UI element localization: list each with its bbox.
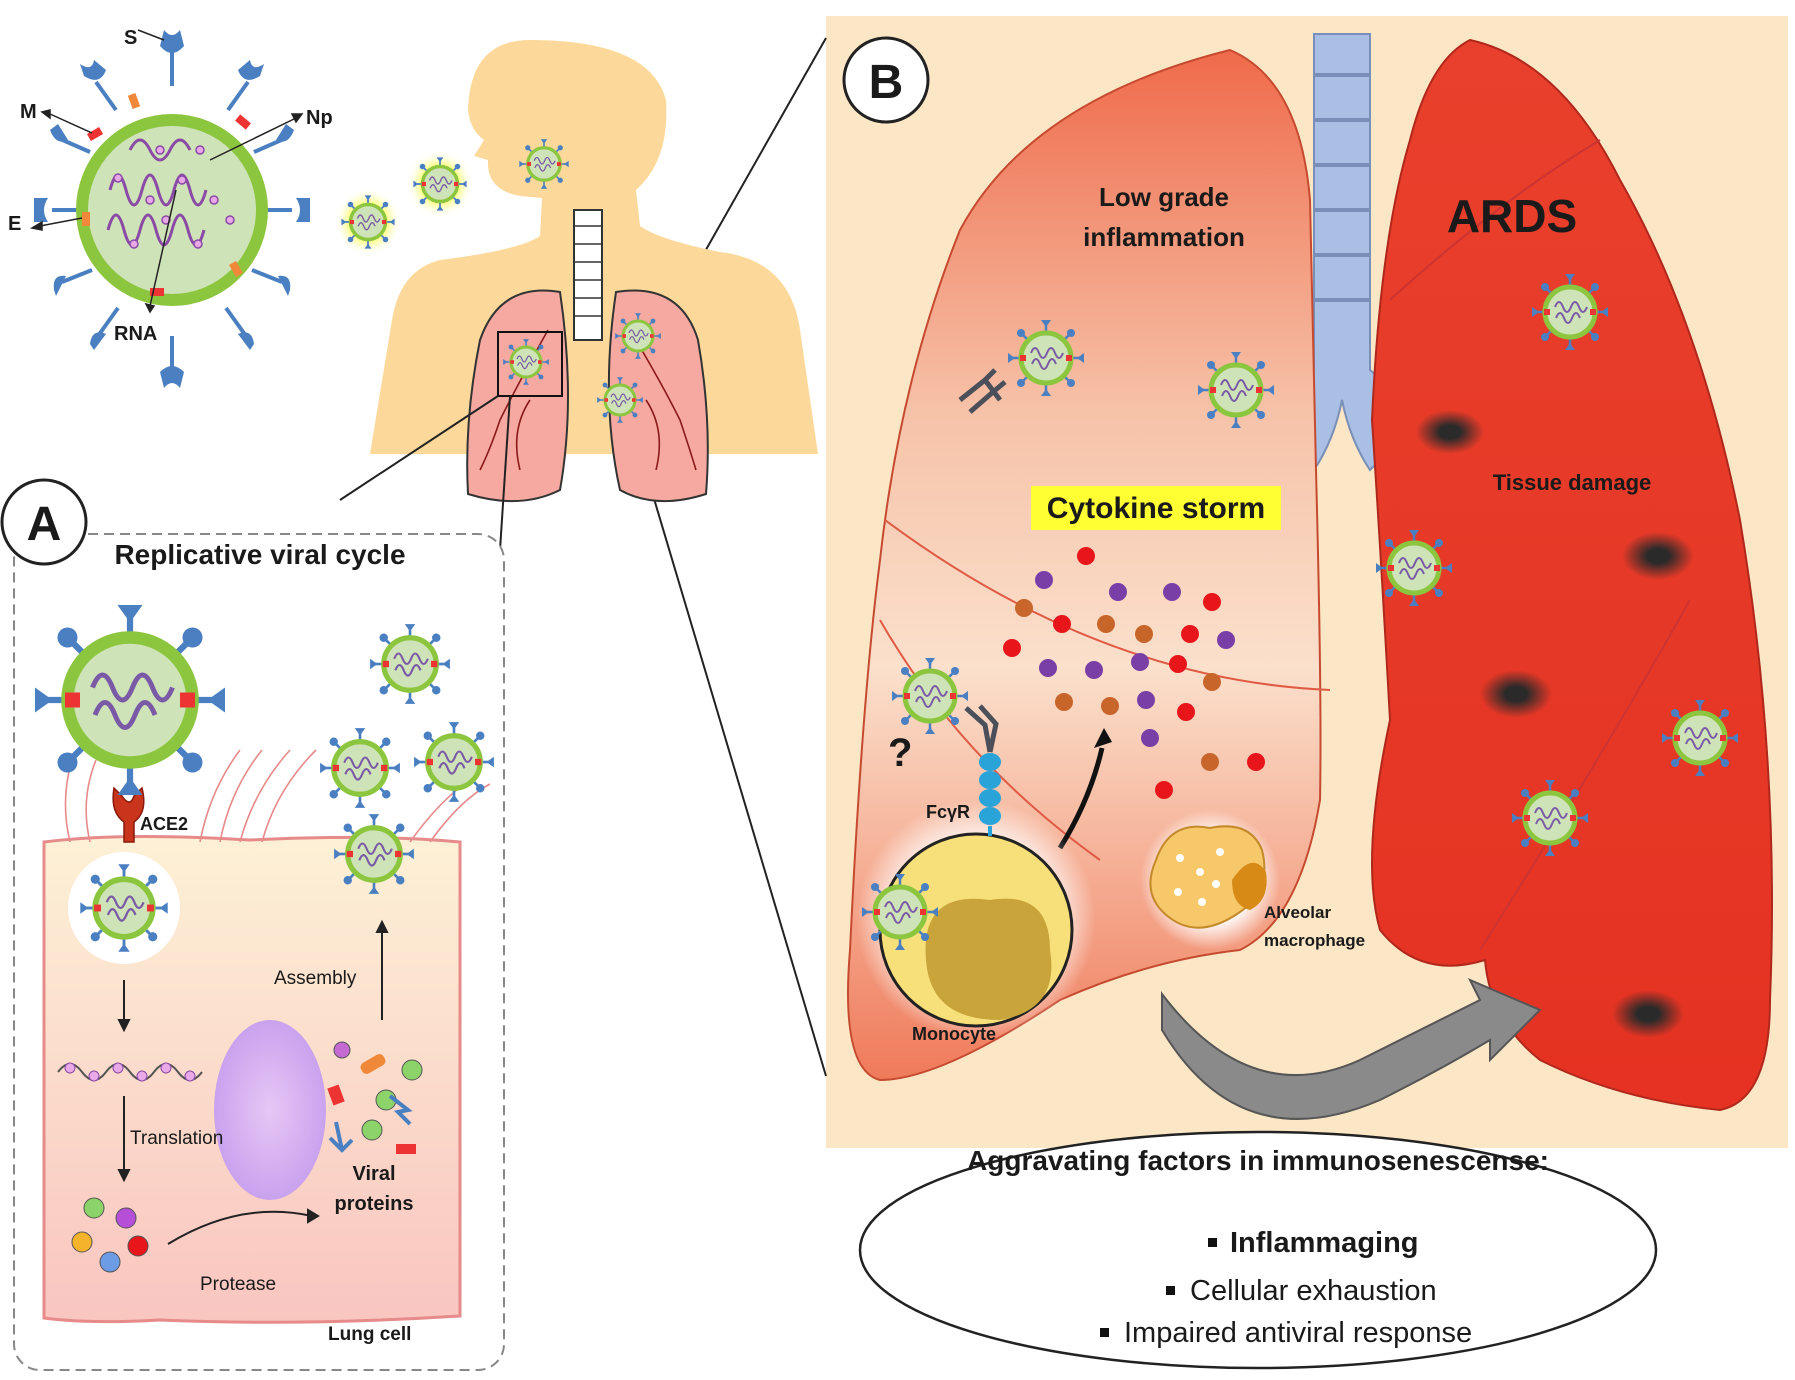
released-virus	[320, 728, 400, 808]
right-lung	[1370, 38, 1773, 1112]
exhaled-virus	[411, 155, 469, 213]
alveolar-label-2: macrophage	[1264, 931, 1365, 950]
virus-particle	[1376, 530, 1452, 606]
cytokine-storm-label: Cytokine storm	[1047, 492, 1265, 525]
tissue-damage-spot	[1612, 990, 1684, 1038]
cytokine-cloud	[1003, 547, 1265, 799]
macrophage-granules	[1174, 848, 1224, 906]
released-virus	[414, 722, 494, 802]
virus-particle	[1662, 700, 1738, 776]
virion-label-m: M	[20, 101, 37, 123]
virus-particle	[1512, 780, 1588, 856]
virion-label-np: Np	[306, 107, 333, 129]
tissue-damage-label: Tissue damage	[1493, 470, 1652, 495]
virion-diagram	[29, 29, 310, 388]
zoom-line-bottom	[651, 491, 827, 1077]
monocyte-label: Monocyte	[912, 1024, 996, 1044]
body-trachea	[573, 209, 603, 341]
virion-label-rna: RNA	[114, 323, 157, 345]
tissue-damage-spot	[1480, 670, 1552, 718]
bullet	[1100, 1328, 1109, 1337]
translation-label: Translation	[130, 1128, 223, 1149]
left-lung-fissure	[884, 519, 1331, 691]
virus-particle	[892, 658, 968, 734]
bullet	[1166, 1286, 1175, 1295]
virus-particle	[1008, 320, 1084, 396]
question-mark: ?	[888, 731, 912, 775]
lung-virus	[501, 337, 551, 387]
exhaled-virus	[339, 193, 397, 251]
assembly-label: Assembly	[274, 968, 357, 989]
panel-a-badge	[0, 478, 88, 566]
panel-b-badge	[842, 36, 930, 124]
ards-label: ARDS	[1447, 190, 1577, 242]
virion-label-e: E	[8, 213, 21, 235]
fcyr-label: FcγR	[926, 802, 970, 822]
viral-protein-pieces	[327, 1041, 423, 1154]
macrophage-nucleus	[1232, 862, 1267, 910]
cycle-arrows	[117, 919, 389, 1245]
inhaled-virus	[517, 137, 571, 191]
virus-particle	[1532, 274, 1608, 350]
right-lung-fissure-2	[1479, 599, 1691, 951]
low-grade-label-1: Low grade	[1099, 182, 1229, 212]
factor-item-2: Cellular exhaustion	[1190, 1275, 1437, 1307]
viral-proteins-label-2: proteins	[335, 1193, 414, 1215]
panel-b-letter: B	[869, 56, 904, 109]
low-grade-label-2: inflammation	[1083, 222, 1245, 252]
ace2-label: ACE2	[140, 814, 188, 834]
right-lung-fissure-1	[1389, 139, 1601, 301]
lung-cell-label: Lung cell	[328, 1324, 411, 1345]
viral-rna	[57, 1063, 203, 1081]
ace2-receptor	[112, 786, 145, 843]
released-virus	[370, 624, 450, 704]
zoom-line-a-1	[339, 395, 499, 501]
factors-ellipse	[858, 1130, 1658, 1370]
factor-item-3: Impaired antiviral response	[1124, 1317, 1472, 1349]
factor-item-1: Inflammaging	[1230, 1227, 1419, 1259]
viral-proteins-label-1: Viral	[353, 1163, 396, 1185]
tissue-damage-spot	[1622, 532, 1694, 580]
translated-proteins	[71, 1197, 149, 1273]
progression-arrow	[1161, 978, 1542, 1120]
lung-virus	[595, 375, 645, 425]
rna-beads	[64, 1062, 196, 1082]
antibody	[958, 368, 1007, 414]
virus-particle	[1198, 352, 1274, 428]
alveolar-label-1: Alveolar	[1264, 903, 1331, 922]
antibody-bound	[964, 704, 999, 753]
release-arrow	[1057, 747, 1105, 850]
zoom-line-a-2	[499, 395, 511, 551]
lung-virus	[613, 311, 663, 361]
nucleus	[214, 1020, 326, 1200]
panel-a-letter: A	[27, 498, 62, 551]
release-arrow-head	[1094, 728, 1112, 748]
protease-label: Protease	[200, 1274, 276, 1295]
monocyte-nucleus	[925, 898, 1052, 1020]
binding-virus	[35, 605, 225, 795]
bullet	[1208, 1238, 1217, 1247]
endocytosed-virus	[80, 864, 167, 951]
cytokine-storm-highlight	[1031, 486, 1281, 530]
budding-virus	[334, 814, 414, 894]
factors-title: Aggravating factors in immunosenescense:	[967, 1145, 1549, 1176]
fcyr-receptor	[979, 753, 1001, 836]
tissue-damage-spot	[1416, 410, 1484, 454]
left-lung-vessel	[879, 619, 1101, 861]
phagocytosed-virus	[862, 874, 938, 950]
zoom-box	[497, 331, 563, 397]
panel-a-title: Replicative viral cycle	[114, 539, 405, 570]
virion-label-s: S	[124, 27, 137, 49]
